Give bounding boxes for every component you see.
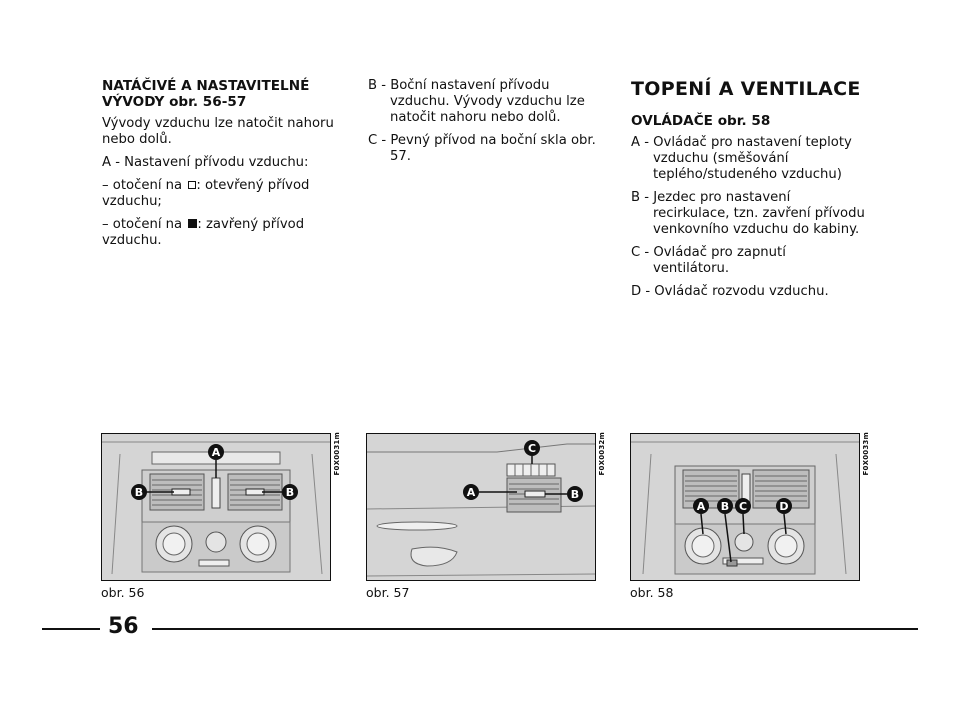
- column-3: TOPENÍ A VENTILACE OVLÁDAČE obr. 58 A - …: [631, 78, 866, 307]
- section-heading-vents: NATÁČIVÉ A NASTAVITELNÉ VÝVODY obr. 56-5…: [102, 78, 342, 110]
- side-vent-illustration: [367, 434, 595, 580]
- label-b: B: [135, 486, 143, 499]
- paragraph: A - Nastavení přívodu vzduchu:: [102, 155, 309, 170]
- item-b: B - Boční nastavení přívodu vzduchu. Výv…: [368, 78, 585, 125]
- item-b: B - Jezdec pro nastavení recirkulace, tz…: [631, 190, 865, 237]
- figure-code: F0X0032m: [598, 432, 606, 476]
- figure-caption: obr. 57: [366, 585, 410, 600]
- label-b: B: [286, 486, 294, 499]
- label-b: B: [571, 488, 579, 501]
- open-square-icon: [188, 181, 197, 189]
- paragraph-closed: – otočení na : zavřený přívod vzduchu.: [102, 217, 342, 249]
- label-d: D: [779, 500, 788, 513]
- label-a: A: [212, 446, 221, 459]
- subheading-ref: obr. 58: [717, 113, 771, 129]
- text: : otevřený přívod vzduchu;: [102, 178, 310, 209]
- text: : zavřený přívod vzduchu.: [102, 217, 305, 248]
- heading-ref: obr. 56-57: [169, 94, 247, 110]
- subheading-text: OVLÁDAČE: [631, 113, 713, 129]
- item-a: A - Ovládač pro nastavení teploty vzduch…: [631, 135, 852, 182]
- label-b: B: [721, 500, 729, 513]
- figure-57: C A B: [366, 433, 596, 581]
- figure-58: A B C D: [630, 433, 860, 581]
- filled-square-icon: [188, 219, 198, 228]
- label-a: A: [697, 500, 706, 513]
- text: – otočení na: [102, 217, 183, 232]
- text: – otočení na: [102, 178, 183, 193]
- label-c: C: [739, 500, 747, 513]
- paragraph: Vývody vzduchu lze natočit nahoru nebo d…: [102, 116, 334, 147]
- figure-labels: C A B: [463, 440, 583, 502]
- section-title: TOPENÍ A VENTILACE: [631, 78, 861, 100]
- figure-caption: obr. 56: [101, 585, 145, 600]
- item-d: D - Ovládač rozvodu vzduchu.: [631, 284, 829, 299]
- column-1: NATÁČIVÉ A NASTAVITELNÉ VÝVODY obr. 56-5…: [102, 78, 342, 256]
- item-c: C - Pevný přívod na boční skla obr. 57.: [368, 133, 596, 164]
- paragraph-open: – otočení na : otevřený přívod vzduchu;: [102, 178, 342, 210]
- subheading-controls: OVLÁDAČE obr. 58: [631, 113, 866, 129]
- figure-code: F0X0031m: [333, 432, 341, 476]
- figure-code: F0X0033m: [862, 432, 870, 476]
- figure-labels: A B C D: [693, 498, 792, 563]
- footer-rule-left: [42, 628, 100, 630]
- figure-caption: obr. 58: [630, 585, 674, 600]
- page-number: 56: [108, 614, 139, 639]
- figure-labels: A B B: [131, 444, 298, 500]
- heading-text: NATÁČIVÉ A NASTAVITELNÉ VÝVODY: [102, 78, 310, 110]
- label-a: A: [467, 486, 476, 499]
- label-c: C: [528, 442, 536, 455]
- column-2: B - Boční nastavení přívodu vzduchu. Výv…: [368, 78, 603, 172]
- item-c: C - Ovládač pro zapnutí ventilátoru.: [631, 245, 786, 276]
- footer-rule-right: [152, 628, 918, 630]
- figure-56: A B B: [101, 433, 331, 581]
